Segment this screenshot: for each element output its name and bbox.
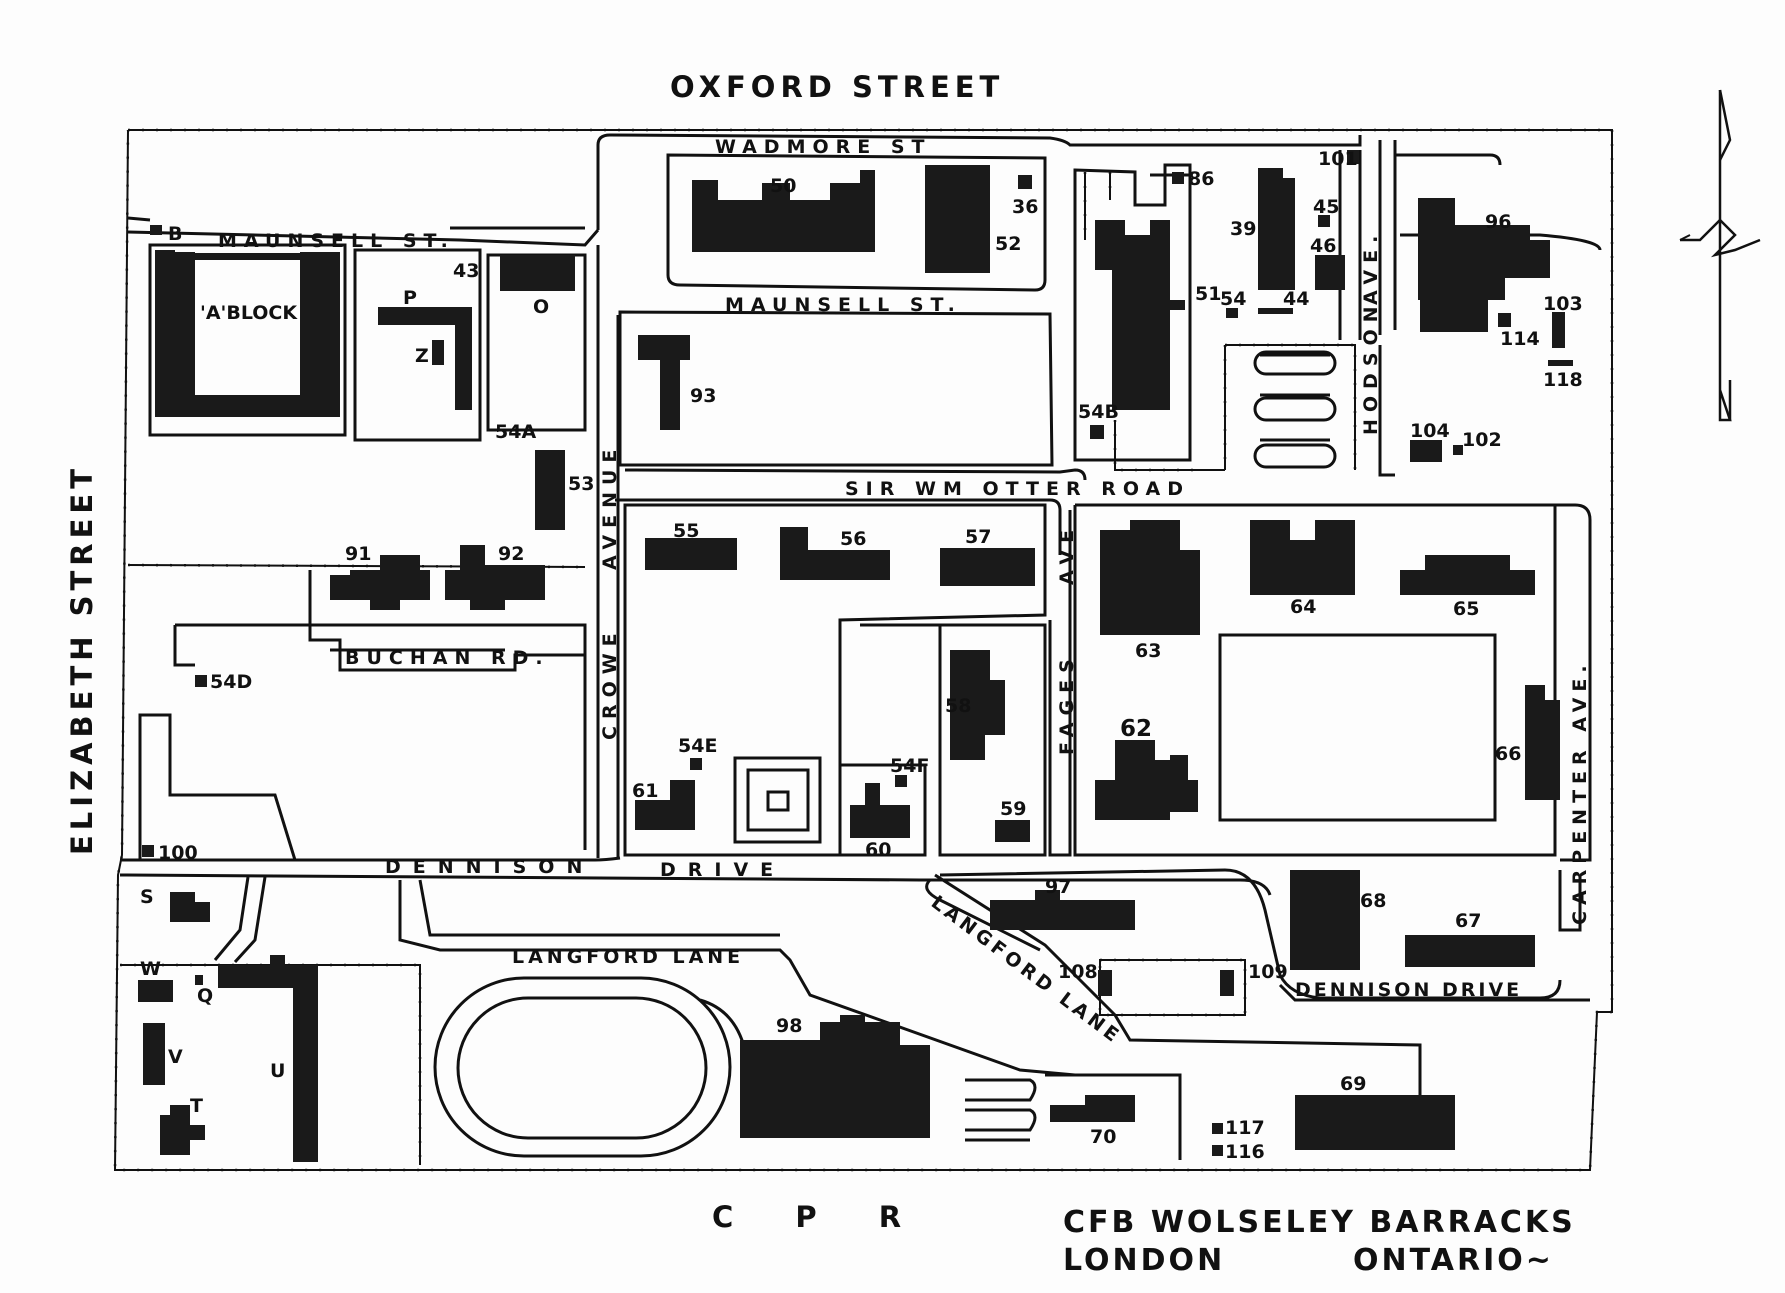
label-s: S (140, 886, 154, 908)
label-q: Q (197, 985, 213, 1007)
label-114: 114 (1500, 328, 1540, 350)
fages-ave-upper-label: AVE (1056, 523, 1078, 585)
label-64: 64 (1290, 596, 1316, 618)
map-title-line2-right: ONTARIO~ (1353, 1243, 1554, 1278)
label-108: 108 (1058, 961, 1098, 983)
north-arrow-icon (1679, 89, 1761, 422)
label-54a: 54A (495, 421, 536, 443)
label-61: 61 (632, 780, 658, 802)
cpr-label: C P R (712, 1200, 927, 1234)
label-92: 92 (498, 543, 524, 565)
dennison-drive-west-label: DENNISON (385, 856, 594, 878)
label-65: 65 (1453, 598, 1479, 620)
oxford-street-label: OXFORD STREET (670, 70, 1004, 104)
label-45: 45 (1313, 196, 1339, 218)
label-a-block: 'A'BLOCK (200, 302, 298, 324)
label-51: 51 (1195, 283, 1221, 305)
label-59: 59 (1000, 798, 1026, 820)
dennison-drive-west2-label: DRIVE (660, 859, 785, 881)
otter-road-label: SIR WM OTTER ROAD (845, 478, 1190, 500)
label-36: 36 (1012, 196, 1038, 218)
label-86: 86 (1188, 168, 1214, 190)
langford-lane-label: LANGFORD LANE (512, 946, 744, 968)
label-54d: 54D (210, 671, 252, 693)
label-96: 96 (1485, 211, 1511, 233)
road-network (119, 133, 1602, 1160)
label-103: 103 (1543, 293, 1583, 315)
label-53: 53 (568, 473, 594, 495)
label-101: 101 (1318, 148, 1358, 170)
maunsell-st-west-label: MAUNSELL ST. (218, 230, 455, 252)
dennison-drive-east-label: DENNISON DRIVE (1295, 979, 1522, 1001)
label-68: 68 (1360, 890, 1386, 912)
label-w: W (140, 958, 161, 980)
label-91: 91 (345, 543, 371, 565)
label-109: 109 (1248, 961, 1288, 983)
label-z: Z (415, 345, 429, 367)
crowe-avenue-upper-label: AVENUE (599, 443, 621, 570)
label-66: 66 (1495, 743, 1521, 765)
label-60: 60 (865, 839, 891, 861)
label-52: 52 (995, 233, 1021, 255)
label-58: 58 (945, 695, 971, 717)
label-70: 70 (1090, 1126, 1116, 1148)
buchan-rd-label: BUCHAN RD. (345, 647, 550, 669)
label-v: V (168, 1046, 183, 1068)
label-39: 39 (1230, 218, 1256, 240)
label-44: 44 (1283, 288, 1309, 310)
label-43: 43 (453, 260, 479, 282)
label-50: 50 (770, 175, 796, 197)
label-54: 54 (1220, 288, 1246, 310)
label-54e: 54E (678, 735, 717, 757)
wadmore-st-label: WADMORE ST (715, 136, 932, 158)
label-97: 97 (1045, 876, 1071, 898)
road-labels: WADMORE ST MAUNSELL ST. MAUNSELL ST. SIR… (218, 136, 1591, 1049)
fages-ave-lower-label: FAGES (1056, 652, 1078, 755)
label-118: 118 (1543, 369, 1583, 391)
label-63: 63 (1135, 640, 1161, 662)
label-62: 62 (1120, 716, 1152, 742)
buildings (138, 150, 1573, 1162)
elizabeth-street-label: ELIZABETH STREET (65, 464, 99, 855)
label-b: B (168, 223, 182, 245)
maunsell-st-center-label: MAUNSELL ST. (725, 294, 962, 316)
label-67: 67 (1455, 910, 1481, 932)
carpenter-ave-label: CARPENTER AVE. (1569, 659, 1591, 925)
label-56: 56 (840, 528, 866, 550)
hodson-ave-upper-label: AVE. (1360, 229, 1382, 305)
title-block: CFB WOLSELEY BARRACKS LONDON ONTARIO~ (1063, 1205, 1576, 1278)
map-title-line2-left: LONDON (1063, 1243, 1225, 1278)
crowe-avenue-lower-label: CROWE (599, 626, 621, 740)
label-46: 46 (1310, 235, 1336, 257)
label-t: T (190, 1095, 203, 1117)
building-labels: 'A'BLOCK B P Z O 43 54A 53 50 52 36 93 9… (140, 148, 1583, 1163)
label-93: 93 (690, 385, 716, 407)
border-labels: OXFORD STREET ELIZABETH STREET C P R (65, 70, 1004, 1234)
label-98: 98 (776, 1015, 802, 1037)
label-o: O (533, 296, 549, 318)
label-55: 55 (673, 520, 699, 542)
hodson-ave-lower-label: HODSON (1360, 299, 1382, 435)
label-p: P (403, 287, 417, 309)
label-104: 104 (1410, 420, 1450, 442)
map-title-line1: CFB WOLSELEY BARRACKS (1063, 1205, 1576, 1240)
label-54f: 54F (890, 755, 929, 777)
label-100: 100 (158, 842, 198, 864)
label-69: 69 (1340, 1073, 1366, 1095)
label-54b: 54B (1078, 401, 1119, 423)
label-57: 57 (965, 526, 991, 548)
label-116: 116 (1225, 1141, 1265, 1163)
label-u: U (270, 1060, 285, 1082)
label-102: 102 (1462, 429, 1502, 451)
label-117: 117 (1225, 1117, 1265, 1139)
